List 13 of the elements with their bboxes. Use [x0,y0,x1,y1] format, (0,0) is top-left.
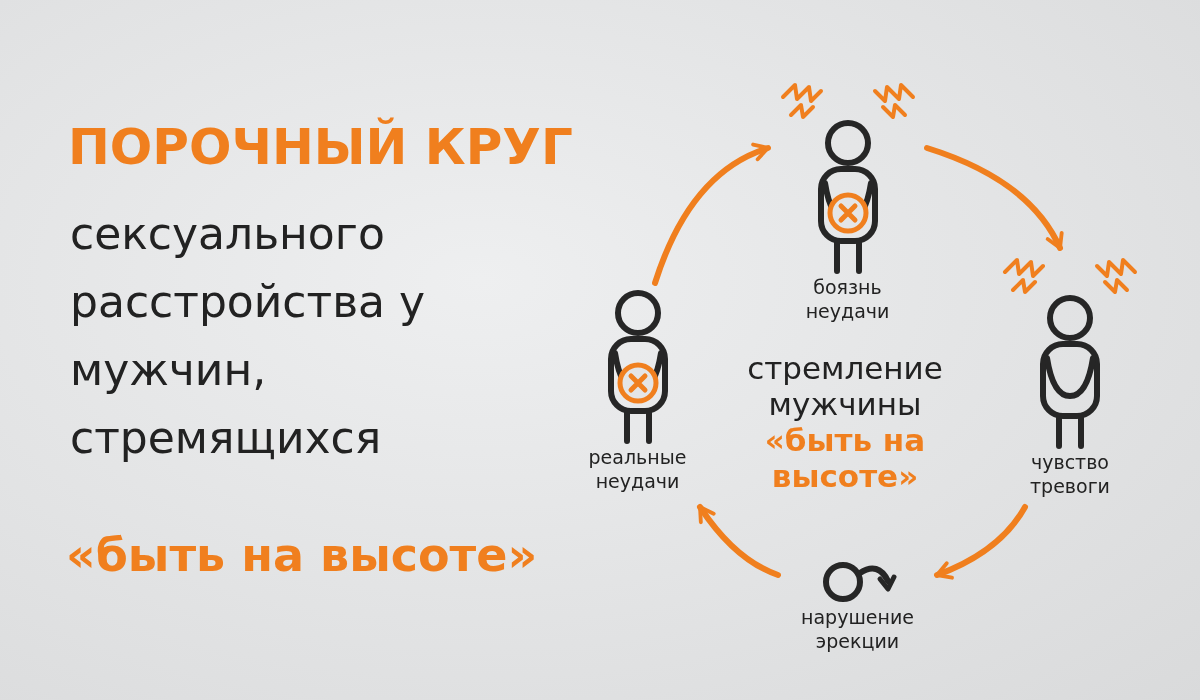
arrow [924,145,1063,251]
highlighted-phrase: «быть на высоте» [66,528,538,582]
subtitle: сексуального расстройства у мужчин, стремящихся [70,207,427,465]
node-caption: боязнь неудачи [804,275,891,323]
node-caption: нарушение эрекции [800,605,915,653]
arrow [934,504,1028,580]
node-caption: реальные неудачи [587,445,688,493]
title: ПОРОЧНЫЙ КРУГ [68,118,573,176]
arrow [652,143,771,286]
arrow [697,504,781,578]
center-text: стремление мужчины [746,350,944,422]
highlighted-phrase: «быть на высоте» [763,422,927,494]
node-caption: чувство тревоги [1029,450,1111,498]
